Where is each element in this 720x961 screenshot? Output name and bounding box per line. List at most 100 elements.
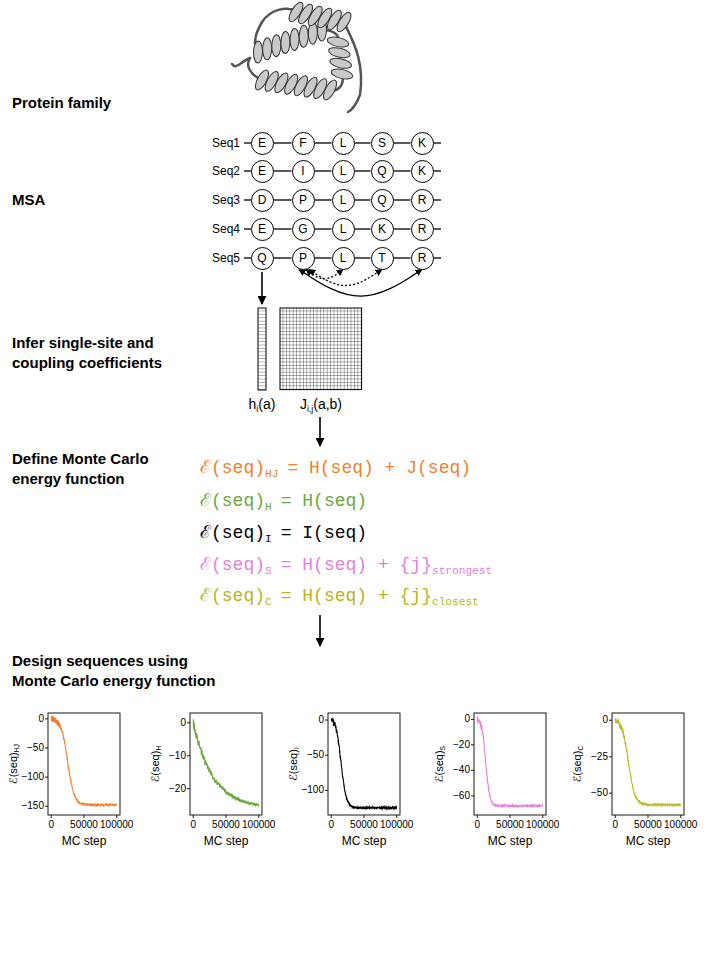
- subscript: I: [293, 747, 300, 749]
- axis-title: ℰ(seq): [7, 752, 19, 784]
- sequence-link: [315, 170, 332, 171]
- sequence-link: [274, 170, 292, 171]
- energy-equation-group: ℰ(seq)I= I(seq): [200, 523, 367, 546]
- sequence-link: [394, 228, 411, 229]
- tick-label: 0: [464, 713, 470, 724]
- section-heading: Design sequences using Monte Carlo energ…: [12, 652, 215, 689]
- tick-label: 100000: [242, 819, 275, 830]
- residue-letter: R: [418, 194, 427, 206]
- tick-label: −40: [453, 764, 470, 775]
- residue-circle: Q: [371, 189, 394, 212]
- tick-label-group: 0: [602, 714, 608, 726]
- tick-label: 100000: [664, 819, 697, 830]
- residue-circle: R: [411, 218, 434, 241]
- tick-label-group: 0: [612, 819, 618, 831]
- sequence-link: [355, 228, 371, 229]
- residue-letter: P: [299, 252, 307, 264]
- tick-label: −50: [591, 787, 608, 798]
- residue-circle: T: [371, 247, 394, 270]
- residue-circle: L: [332, 218, 355, 241]
- subscript: C: [577, 746, 584, 751]
- section-heading: Protein family: [12, 94, 111, 111]
- sequence-line-stub: [244, 143, 441, 258]
- sequence-name: Seq5: [212, 251, 240, 265]
- residue-letter: E: [258, 137, 266, 149]
- parameter-label: (a): [258, 396, 275, 412]
- protein-structure: [232, 0, 361, 112]
- residue-letter: I: [301, 165, 304, 177]
- residue-circle: Q: [371, 160, 394, 183]
- subscript: S: [439, 746, 446, 751]
- sequence-name: Seq1: [212, 136, 240, 150]
- residue-letter: F: [299, 137, 306, 149]
- parameter-label-group: Ji,j(a,b): [300, 396, 342, 414]
- sequence-link: [355, 142, 371, 143]
- residue-letter: K: [418, 137, 426, 149]
- tick-label: 100000: [526, 819, 559, 830]
- sequence-name: Seq2: [212, 164, 240, 178]
- residue-letter: S: [378, 137, 386, 149]
- axis-title: ℰ(seq): [433, 750, 445, 782]
- sequence-link: [315, 142, 332, 143]
- sequence-name-group: Seq1: [212, 136, 240, 150]
- sequence-link: [355, 257, 371, 258]
- sequence-link: [315, 257, 332, 258]
- coupling-arrow: [299, 270, 422, 297]
- tick-label: −60: [453, 790, 470, 801]
- sequence-name-group: Seq4: [212, 222, 240, 236]
- sequence-name-group: Seq5: [212, 251, 240, 265]
- tick-label: 0: [318, 714, 324, 725]
- residue-letter: R: [418, 252, 427, 264]
- section-heading: MSA: [12, 191, 45, 208]
- energy-equation: ℰ(seq): [200, 458, 265, 478]
- tick-label: −20: [169, 783, 186, 794]
- tick-label-group: −100: [301, 784, 324, 796]
- axis-title: ℰ(seq): [571, 751, 583, 783]
- tick-label: 0: [48, 819, 54, 830]
- tick-label-group: −20: [453, 739, 470, 751]
- axis-title-group: MC step: [204, 834, 249, 848]
- axis-title: MC step: [342, 834, 387, 848]
- residue-circle: Q: [251, 247, 274, 270]
- tick-label-group: 100000: [664, 819, 697, 831]
- tick-label-group: −10: [169, 750, 186, 762]
- residue-circle: P: [292, 189, 315, 212]
- tick-label-group: 0: [180, 717, 186, 729]
- tick-label-group: 0: [190, 819, 196, 831]
- energy-equation: ℰ(seq): [200, 586, 265, 606]
- residue-circle: F: [292, 132, 315, 155]
- axis-title-group: MC step: [342, 834, 387, 848]
- tick-label-group: −150: [21, 800, 44, 812]
- subscript: S: [265, 565, 272, 577]
- subscript: HJ: [265, 468, 278, 480]
- residue-letter: R: [418, 223, 427, 235]
- residue-circle: K: [411, 132, 434, 155]
- tick-label: 50000: [350, 819, 378, 830]
- energy-equation: = H(seq) + J(seq): [287, 458, 471, 478]
- residue-circle: L: [332, 189, 355, 212]
- tick-label-group: 100000: [100, 819, 133, 831]
- tick-label-group: 50000: [70, 819, 98, 831]
- tick-label: −100: [21, 771, 44, 782]
- residue-letter: Q: [377, 194, 386, 206]
- sequence-link: [355, 199, 371, 200]
- residue-letter: P: [299, 194, 307, 206]
- residue-circle: D: [251, 189, 274, 212]
- residue-circle: I: [292, 160, 315, 183]
- sequence-link: [355, 170, 371, 171]
- residue-circle: K: [371, 218, 394, 241]
- tick-label: 50000: [70, 819, 98, 830]
- sequence-name: Seq3: [212, 193, 240, 207]
- tick-label-group: 0: [318, 714, 324, 726]
- section-heading: Define Monte Carlo energy function: [12, 450, 149, 487]
- tick-label-group: 0: [474, 819, 480, 831]
- tick-label: −50: [27, 742, 44, 753]
- sequence-link: [394, 257, 411, 258]
- tick-label: −100: [301, 784, 324, 795]
- residue-letter: L: [340, 165, 347, 177]
- sequence-link: [394, 199, 411, 200]
- residue-circle: L: [332, 160, 355, 183]
- tick-label: −10: [169, 750, 186, 761]
- tick-label-group: 50000: [496, 819, 524, 831]
- residue-circle: S: [371, 132, 394, 155]
